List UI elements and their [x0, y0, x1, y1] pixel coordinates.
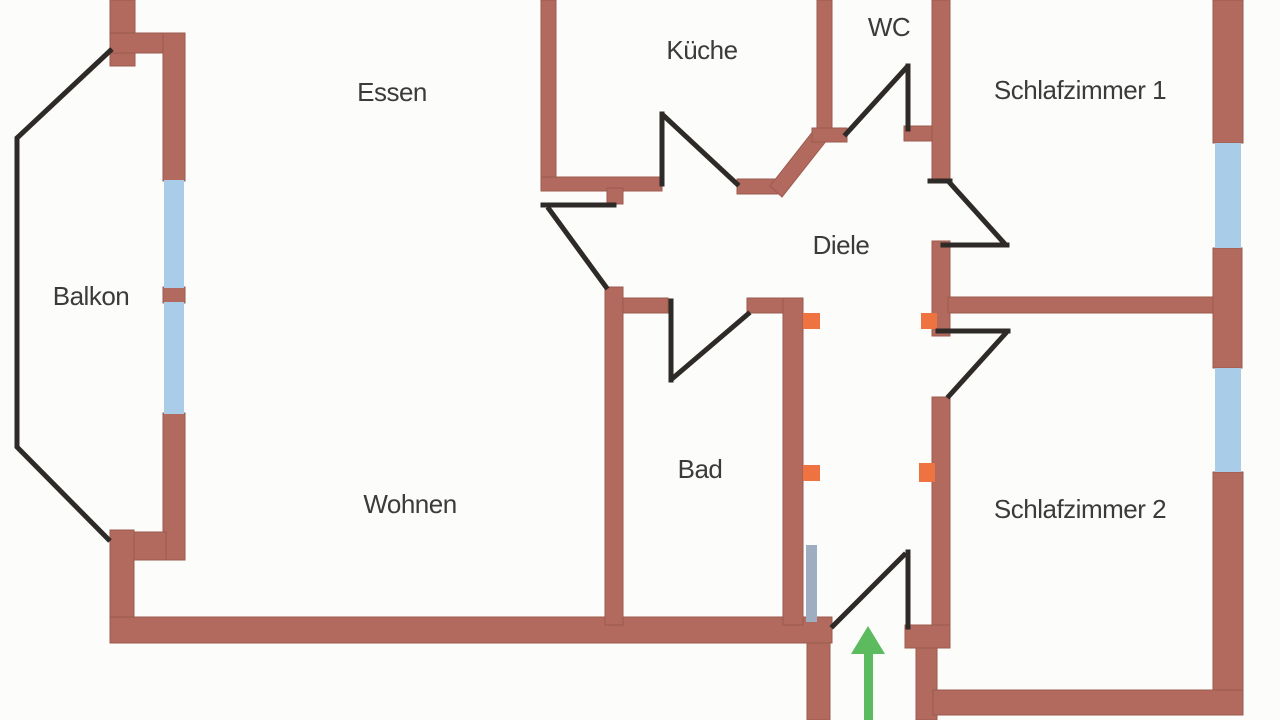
entrance-arrow-stem [864, 648, 873, 720]
wall-segment [806, 642, 831, 720]
door-entrance [829, 549, 911, 630]
wall-segment [540, 0, 557, 192]
wall-segment [604, 286, 624, 626]
windows [164, 143, 1241, 472]
wall-segment [1212, 471, 1244, 705]
room-label-schlafzimmer2: Schlafzimmer 2 [994, 494, 1166, 524]
wall-segment [816, 0, 833, 134]
wall-segment [109, 616, 833, 644]
room-label-kueche: Küche [666, 35, 737, 65]
room-label-essen: Essen [357, 77, 427, 107]
wall-segment [811, 127, 848, 143]
wall-segment [162, 286, 186, 304]
wall-segment [540, 176, 663, 192]
wall-segment [947, 296, 1214, 314]
wall-segment [1212, 0, 1244, 144]
wall-segment [162, 32, 186, 182]
wall-segment [931, 0, 951, 184]
window-pane [164, 180, 184, 288]
glass-panel [806, 545, 817, 622]
room-label-balkon: Balkon [53, 281, 130, 311]
window-pane [1215, 143, 1241, 248]
room-label-bad: Bad [678, 454, 723, 484]
wall-segment [782, 297, 804, 626]
wall-segment [622, 297, 669, 314]
door-bad [668, 298, 752, 383]
wall-segment [1212, 247, 1243, 369]
door-schlafzimmer2 [935, 328, 1011, 400]
radiator-markers [803, 313, 937, 482]
radiator-marker [921, 313, 937, 329]
window-pane [1215, 368, 1241, 472]
door-wohnen [540, 202, 617, 291]
door-kueche [659, 111, 741, 188]
wall-segment [931, 240, 951, 337]
walls [109, 0, 1244, 720]
window-pane [164, 302, 184, 414]
entrance-arrow-head [851, 626, 885, 654]
room-label-wc: WC [868, 12, 910, 42]
room-label-diele: Diele [813, 230, 870, 260]
wall-segment [132, 531, 167, 561]
radiator-marker [803, 313, 820, 329]
entrance-arrow-icon [851, 626, 885, 720]
room-label-schlafzimmer1: Schlafzimmer 1 [994, 75, 1166, 105]
wall-segment [904, 624, 951, 649]
door-schlafzimmer1 [927, 178, 1010, 248]
balcony-outline [14, 47, 114, 543]
wall-segment [932, 689, 1244, 716]
room-labels: Essen Küche WC Schlafzimmer 1 Balkon Die… [53, 12, 1167, 524]
radiator-marker [919, 463, 935, 482]
wall-segment [606, 187, 624, 205]
radiator-marker [803, 465, 820, 481]
room-label-wohnen: Wohnen [363, 489, 456, 519]
door-swings [540, 63, 1011, 630]
wall-segment [915, 647, 938, 720]
door-wc [842, 63, 911, 138]
wall-segment [931, 396, 951, 628]
